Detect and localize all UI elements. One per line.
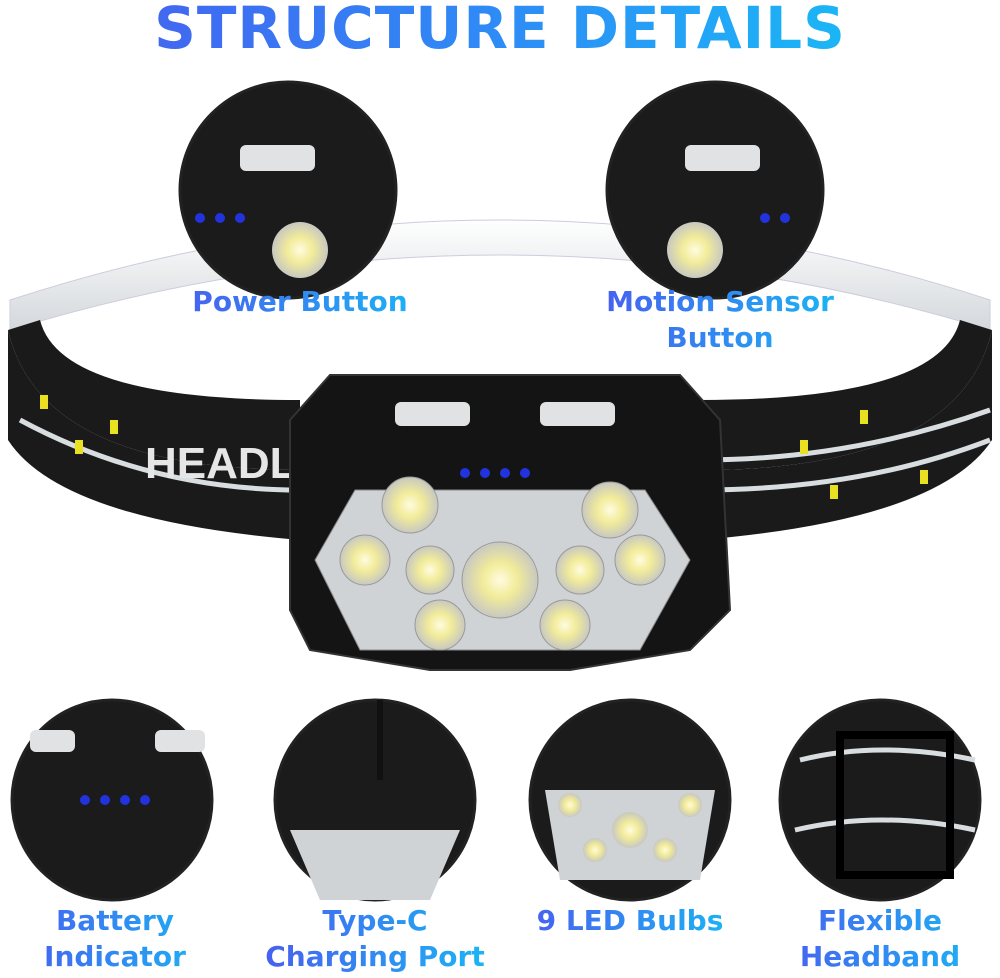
label-line: Charging Port	[265, 940, 485, 973]
page-title: STRUCTURE DETAILS	[0, 0, 1000, 62]
label-line: Battery	[55, 904, 175, 937]
band-text: HEADL	[145, 439, 297, 488]
label-line: Flexible	[817, 904, 942, 937]
label-line: Button	[666, 321, 774, 354]
label-flexible-headband: Flexible Headband	[770, 903, 990, 975]
label-line: Motion Sensor	[606, 285, 834, 318]
label-typec-port: Type-C Charging Port	[255, 903, 495, 975]
headband	[8, 320, 300, 470]
label-battery-indicator: Battery Indicator	[10, 903, 220, 975]
label-line: Headband	[799, 940, 961, 973]
label-motion-sensor: Motion Sensor Button	[590, 284, 850, 356]
label-line: Indicator	[44, 940, 186, 973]
label-led-bulbs: 9 LED Bulbs	[520, 903, 740, 939]
label-line: Type-C	[322, 904, 428, 937]
label-power-button: Power Button	[170, 284, 430, 320]
